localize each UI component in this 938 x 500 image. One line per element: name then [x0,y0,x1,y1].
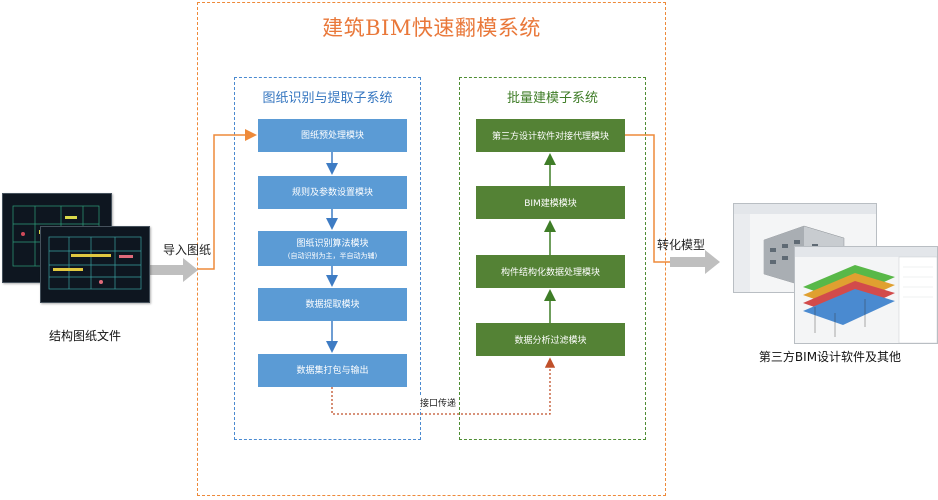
bim-software-screenshot [794,246,938,344]
modeling-subsystem-title: 批量建模子系统 [506,91,598,106]
output-connector [625,134,685,263]
step-recognition-algorithm: 图纸识别算法模块 (自动识别为主，半自动为辅) [258,231,407,266]
step-data-extraction: 数据提取模块 [258,288,407,321]
step-label: 数据集打包与输出 [296,365,369,376]
step-data-filter: 数据分析过滤模块 [476,323,625,356]
interface-transfer-label: 接口传递 [419,396,458,409]
convert-block-arrow [670,250,720,274]
step-label: 规则及参数设置模块 [291,187,373,198]
step-label: 图纸预处理模块 [300,130,364,141]
step-drawing-preprocess: 图纸预处理模块 [258,119,407,152]
recognition-subsystem-frame [234,77,421,440]
step-label: 图纸识别算法模块 [296,238,369,249]
step-dataset-output: 数据集打包与输出 [258,354,407,387]
interface-transfer-line [331,357,556,415]
convert-model-label: 转化模型 [657,238,706,252]
step-label: BIM建模模块 [524,199,577,209]
cad-drawing-lines-icon [48,236,142,290]
right-caption: 第三方BIM设计软件及其他 [758,350,902,364]
left-caption: 结构图纸文件 [48,329,121,343]
step-rules-params: 规则及参数设置模块 [258,176,407,209]
import-connector [198,129,257,270]
modeling-subsystem-frame [459,77,646,440]
recognition-subsystem-title: 图纸识别与提取子系统 [262,91,393,106]
cad-drawing-thumbnail [40,226,150,303]
step-note: (自动识别为主，半自动为辅) [287,251,378,260]
step-label: 数据分析过滤模块 [514,336,587,346]
import-drawings-label: 导入图纸 [163,243,212,257]
structural-model-icon [795,247,938,344]
step-label: 第三方设计软件对接代理模块 [491,132,609,142]
step-bim-modeling: BIM建模模块 [476,186,625,219]
system-frame [197,2,666,496]
step-third-party-proxy: 第三方设计软件对接代理模块 [476,119,625,152]
diagram-title: 建筑BIM快速翻模系统 [322,16,541,40]
step-label: 构件结构化数据处理模块 [500,268,600,278]
step-component-processing: 构件结构化数据处理模块 [476,255,625,288]
step-label: 数据提取模块 [305,299,360,310]
import-block-arrow [150,258,198,282]
